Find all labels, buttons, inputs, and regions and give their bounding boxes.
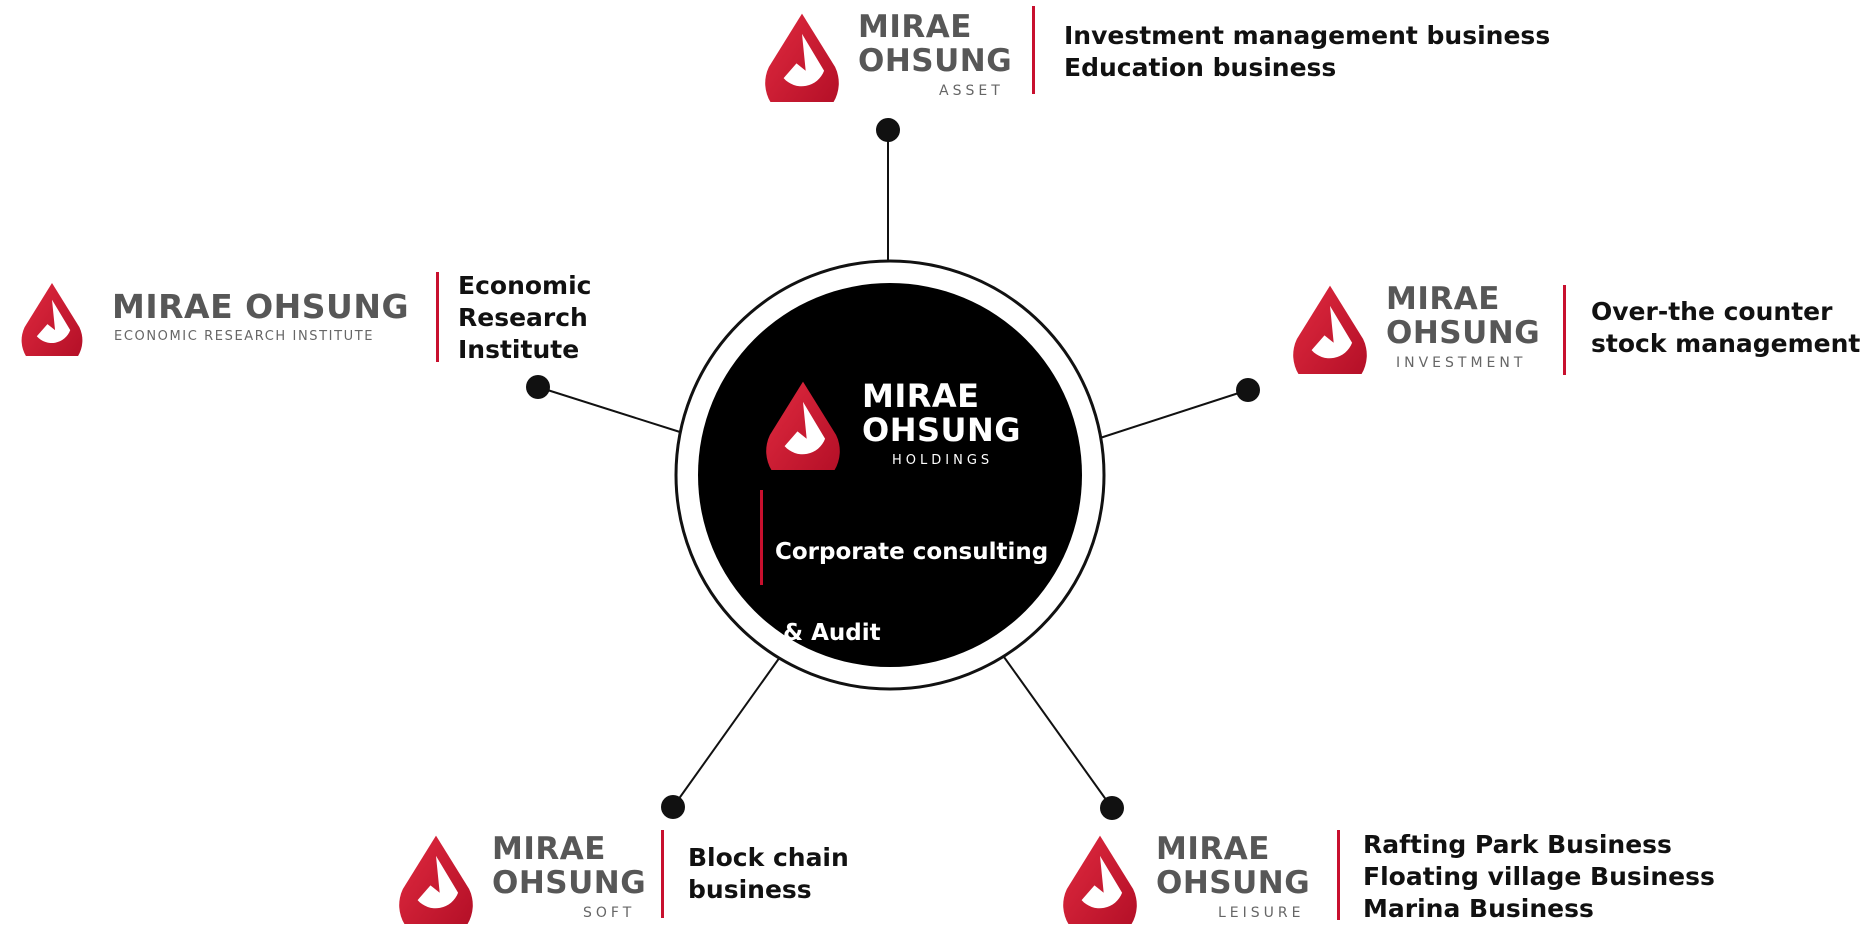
mirae-ohsung-mark-icon (12, 280, 92, 356)
asset-line: Investment management business (1064, 21, 1551, 50)
mirae-ohsung-mark-icon (1052, 832, 1148, 924)
investment-name-line1: MIRAE (1386, 281, 1500, 317)
hub-description: Corporate consulting & Audit M&A Interna… (775, 485, 1053, 836)
mirae-ohsung-mark-icon (388, 832, 484, 924)
leisure-sub: LEISURE (1218, 905, 1305, 921)
asset-name-line1: MIRAE (858, 9, 972, 45)
research-name: MIRAE OHSUNG (112, 287, 410, 326)
node-dot-asset (876, 118, 900, 142)
hub-name-line1: MIRAE (862, 377, 980, 415)
leisure-line: Marina Business (1363, 894, 1594, 923)
soft-name-line1: MIRAE (492, 831, 606, 867)
soft-line: business (688, 875, 812, 904)
leisure-description: Rafting Park Business Floating village B… (1363, 829, 1715, 925)
hub-sub: HOLDINGS (892, 453, 994, 468)
investment-description: Over-the counter stock management (1591, 296, 1860, 360)
research-sub: ECONOMIC RESEARCH INSTITUTE (114, 329, 375, 344)
research-line: Research (458, 303, 588, 332)
research-description: Economic Research Institute (458, 270, 591, 366)
investment-logo: MIRAE OHSUNG INVESTMENT (1282, 282, 1542, 378)
hub-name-line2: OHSUNG (862, 411, 1022, 449)
research-logo: MIRAE OHSUNG ECONOMIC RESEARCH INSTITUTE (12, 280, 432, 360)
research-divider (436, 272, 439, 362)
investment-name-line2: OHSUNG (1386, 315, 1541, 351)
hub-line: M&A (775, 701, 836, 727)
mirae-ohsung-mark-icon (1282, 282, 1378, 374)
hub-line: & Audit (775, 620, 881, 646)
spoke-investment (1099, 389, 1249, 439)
investment-line: Over-the counter (1591, 297, 1833, 326)
node-dot-soft (661, 795, 685, 819)
hub-divider (760, 490, 763, 585)
spoke-soft (672, 656, 781, 808)
soft-sub: SOFT (583, 905, 636, 921)
hub-line: Corporate consulting (775, 539, 1049, 565)
asset-description: Investment management business Education… (1064, 20, 1550, 84)
node-dot-investment (1236, 378, 1260, 402)
investment-sub: INVESTMENT (1396, 355, 1527, 371)
leisure-line: Rafting Park Business (1363, 830, 1672, 859)
leisure-name-line1: MIRAE (1156, 831, 1270, 867)
leisure-divider (1337, 830, 1340, 920)
soft-line: Block chain (688, 843, 849, 872)
hub-line: International Finance (775, 782, 1054, 808)
leisure-name-line2: OHSUNG (1156, 865, 1311, 901)
asset-line: Education business (1064, 53, 1337, 82)
spoke-leisure (1003, 656, 1113, 809)
research-line: Economic (458, 271, 592, 300)
leisure-logo: MIRAE OHSUNG LEISURE (1052, 832, 1312, 928)
node-dot-research (526, 375, 550, 399)
investment-line: stock management (1591, 329, 1861, 358)
node-dot-leisure (1100, 796, 1124, 820)
asset-sub: ASSET (939, 83, 1004, 99)
soft-divider (661, 830, 664, 918)
hub-disc (698, 283, 1082, 667)
asset-logo: MIRAE OHSUNG ASSET (754, 10, 1014, 106)
hub-logo: MIRAE OHSUNG HOLDINGS (755, 377, 1021, 474)
soft-logo: MIRAE OHSUNG SOFT (388, 832, 648, 928)
soft-name-line2: OHSUNG (492, 865, 647, 901)
asset-name-line2: OHSUNG (858, 43, 1013, 79)
spoke-research (537, 386, 681, 433)
asset-divider (1032, 6, 1035, 94)
investment-divider (1563, 285, 1566, 375)
soft-description: Block chain business (688, 842, 849, 906)
mirae-ohsung-mark-icon (755, 378, 851, 470)
leisure-line: Floating village Business (1363, 862, 1715, 891)
mirae-ohsung-mark-icon (754, 10, 850, 102)
research-line: Institute (458, 335, 580, 364)
